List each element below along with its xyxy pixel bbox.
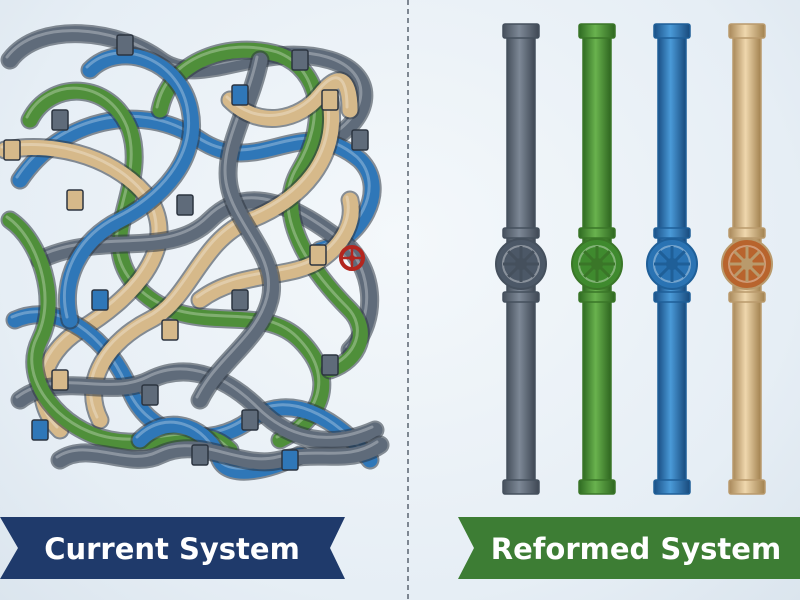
pipe-coupling — [321, 354, 339, 376]
tan-pipe — [721, 23, 773, 495]
pipe-coupling — [51, 109, 69, 131]
pipe-coupling — [31, 419, 49, 441]
tangled-pipe-2 — [10, 109, 382, 260]
pipe-coupling — [51, 369, 69, 391]
tangled-pipe-9 — [10, 362, 385, 450]
current-system-banner-shape — [0, 517, 345, 579]
pipe-coupling — [309, 244, 327, 266]
tangled-pipe-5 — [30, 191, 380, 360]
pipe-coupling — [91, 289, 109, 311]
blue-pipe — [646, 23, 698, 495]
pipe-coupling — [321, 89, 339, 111]
tangled-pipe-8 — [84, 90, 341, 430]
pipe-coupling — [231, 84, 249, 106]
pipe-coupling — [241, 409, 259, 431]
green-valve-icon — [571, 238, 623, 290]
tangled-pipe-7 — [150, 40, 370, 380]
tangled-pipe-15 — [50, 435, 390, 472]
tangled-pipe-16 — [220, 71, 360, 128]
tangled-pipe-13 — [190, 50, 281, 410]
pipe-coupling — [176, 194, 194, 216]
pipe-coupling — [116, 34, 134, 56]
reformed-system-banner: Reformed System — [458, 517, 800, 579]
pipe-coupling — [3, 139, 21, 161]
pipe-coupling — [351, 129, 369, 151]
reformed-system-banner-shape — [458, 517, 800, 579]
current-system-label: Current System — [44, 532, 300, 566]
green-pipe — [571, 23, 623, 495]
gray-valve-icon — [495, 238, 547, 290]
straight-pipes-illustration — [495, 23, 773, 495]
gray-pipe — [495, 23, 547, 495]
pipe-coupling — [66, 189, 84, 211]
pipe-coupling — [281, 449, 299, 471]
tangled-pipe-11 — [0, 210, 240, 460]
tan-valve-icon — [721, 238, 773, 290]
reformed-system-label: Reformed System — [491, 532, 781, 566]
current-system-banner: Current System — [0, 517, 345, 579]
tangled-pipe-10 — [57, 46, 201, 330]
pipe-coupling — [191, 444, 209, 466]
pipe-coupling — [291, 49, 309, 71]
pipe-coupling — [141, 384, 159, 406]
tangled-pipes-illustration — [0, 24, 390, 481]
pipe-coupling — [231, 289, 249, 311]
blue-valve-icon — [646, 238, 698, 290]
pipe-coupling — [161, 319, 179, 341]
red-valve-icon — [339, 245, 365, 271]
